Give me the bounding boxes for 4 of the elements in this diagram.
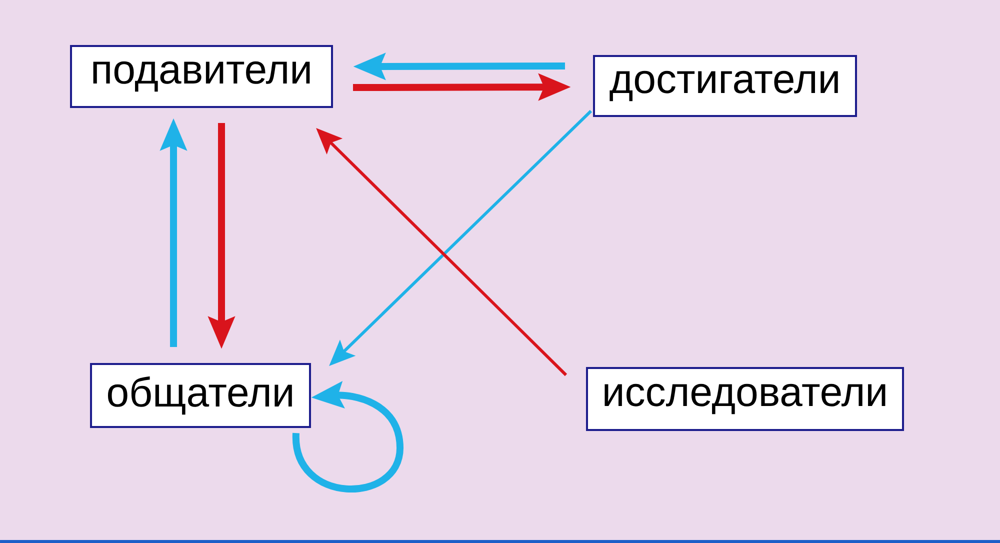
label-box: общатели xyxy=(90,363,311,428)
label-box: подавители xyxy=(70,45,333,108)
label-box: достигатели xyxy=(593,55,857,117)
label-box: исследователи xyxy=(586,367,904,431)
